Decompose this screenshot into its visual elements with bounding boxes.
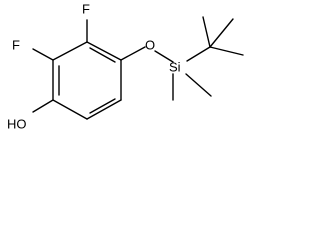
atom-hydroxyl: HO xyxy=(7,116,27,131)
ring-bond-c6-c1 xyxy=(86,41,122,61)
chemical-structure: F F O Si HO xyxy=(7,1,244,131)
bond-c3-hydroxyl xyxy=(32,99,54,113)
atom-oxygen-ether: O xyxy=(145,37,155,52)
bond-silicon-tert-carbon xyxy=(186,46,211,62)
ring-double-bond-inner-3 xyxy=(89,47,116,63)
bond-c2-fluorine xyxy=(32,48,54,61)
ring-bond-c4-c5 xyxy=(86,99,122,120)
bond-silicon-methyl-2 xyxy=(185,73,212,97)
bond-tert-carbon-methyl-a xyxy=(202,16,211,48)
bond-tert-carbon-methyl-c xyxy=(209,46,244,56)
bond-oxygen-silicon xyxy=(154,50,174,63)
atom-fluorine-top: F xyxy=(82,1,90,16)
bond-tert-carbon-methyl-b xyxy=(209,18,234,48)
atom-fluorine-left: F xyxy=(12,37,20,52)
bond-c6-oxygen xyxy=(120,46,146,61)
ring-bond-c1-c2 xyxy=(52,41,88,61)
benzene-ring xyxy=(52,41,122,120)
ring-double-bond-inner-2 xyxy=(89,98,116,114)
atom-silicon: Si xyxy=(169,59,181,74)
ring-bond-c3-c4 xyxy=(52,99,88,120)
